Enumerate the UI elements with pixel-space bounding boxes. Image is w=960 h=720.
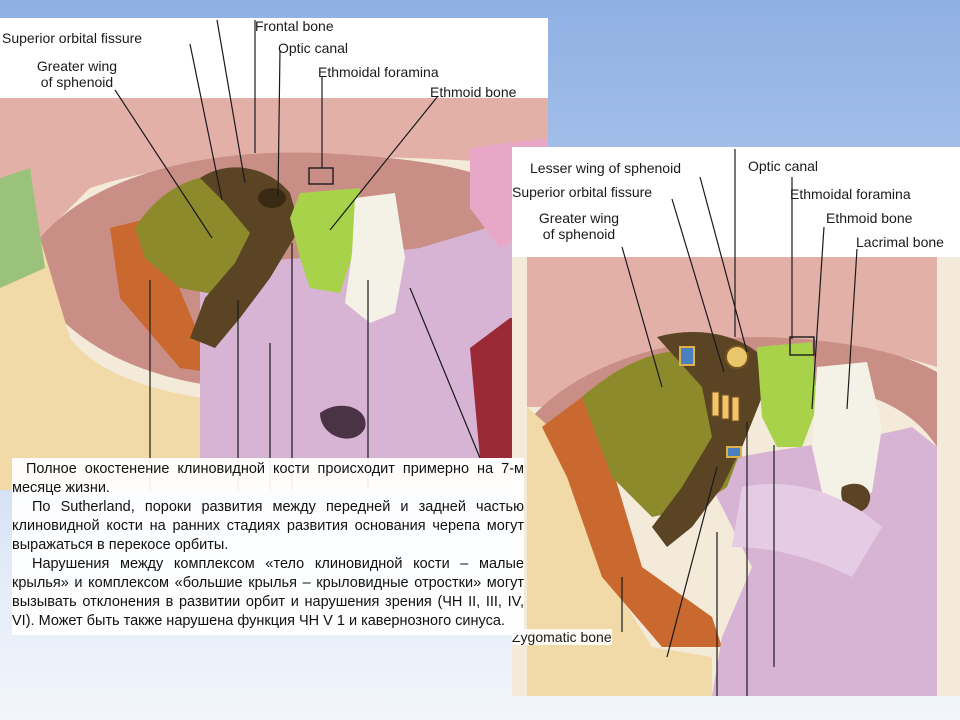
label-ethmoid-bone-right: Ethmoid bone xyxy=(826,210,913,226)
paragraph-sutherland: По Sutherland, пороки развития между пер… xyxy=(12,499,524,553)
label-frontal-bone-left: Frontal bone xyxy=(255,18,334,34)
frontal-bone-region xyxy=(0,98,548,248)
label-ethmoidal-foramina-left: Ethmoidal foramina xyxy=(318,64,439,80)
right-orbit-diagram xyxy=(512,147,960,696)
maxilla-region xyxy=(200,218,520,458)
lesser-wing-region xyxy=(652,332,762,547)
paragraph-disorders: Нарушения между комплексом «тело клинови… xyxy=(12,556,524,629)
label-greater-wing-left: Greater wing of sphenoid xyxy=(36,58,118,90)
label-optic-canal-left: Optic canal xyxy=(278,40,349,56)
label-ethmoidal-foramina-right: Ethmoidal foramina xyxy=(790,186,911,202)
label-lacrimal-bone-right: Lacrimal bone xyxy=(856,234,944,250)
label-lesser-wing-right: Lesser wing of sphenoid xyxy=(530,160,681,176)
right-orbit-illustration xyxy=(512,149,960,696)
description-text: Полное окостенение клиновидной кости про… xyxy=(12,458,524,635)
label-optic-canal-right: Optic canal xyxy=(748,158,819,174)
label-ethmoid-bone-left: Ethmoid bone xyxy=(430,84,517,100)
lacrimal-region xyxy=(812,362,882,512)
frontal-bone-region xyxy=(527,257,937,407)
paragraph-ossification: Полное окостенение клиновидной кости про… xyxy=(12,461,524,496)
label-superior-orbital-fissure-right: Superior orbital fissure xyxy=(512,184,653,200)
label-zygomatic-bone-right: Zygomatic bone xyxy=(512,629,612,645)
ethmoid-region xyxy=(757,342,817,447)
lesser-wing-region xyxy=(190,167,300,348)
label-greater-wing-right: Greater wing of sphenoid xyxy=(538,210,620,242)
label-superior-orbital-fissure-left: Superior orbital fissure xyxy=(2,30,143,46)
zygomatic-region xyxy=(0,238,260,490)
lacrimal-region xyxy=(345,193,405,323)
